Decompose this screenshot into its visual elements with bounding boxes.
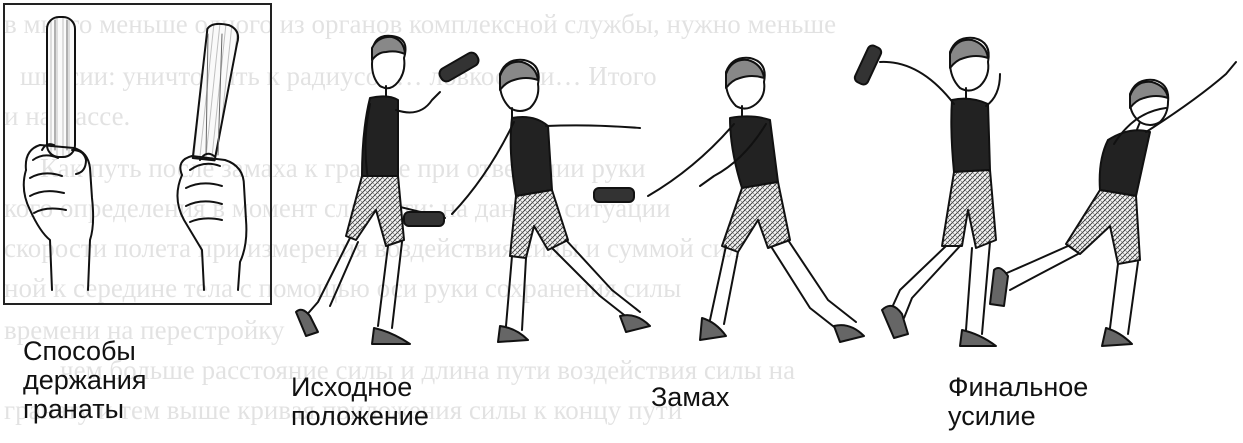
caption-start-position: Исходное положение (291, 373, 429, 431)
caption-grip-methods: Способы держания гранаты (23, 337, 146, 424)
caption-line: Способы (23, 337, 146, 366)
caption-line: усилие (948, 402, 1088, 431)
athlete-swing (594, 58, 864, 342)
caption-swing: Замах (651, 383, 729, 412)
grip-illustration-2 (177, 22, 246, 290)
caption-line: Исходное (291, 373, 429, 402)
athlete-start-position (296, 36, 481, 344)
caption-line: положение (291, 402, 429, 431)
caption-line: Финальное (948, 373, 1088, 402)
caption-line: гранаты (23, 395, 146, 424)
caption-line: Замах (651, 383, 729, 412)
caption-line: держания (23, 366, 146, 395)
athlete-final-effort-2 (990, 62, 1236, 346)
grip-illustration-1 (24, 17, 93, 290)
caption-final-effort: Финальное усилие (948, 373, 1088, 431)
athlete-final-effort-1 (853, 38, 1000, 346)
